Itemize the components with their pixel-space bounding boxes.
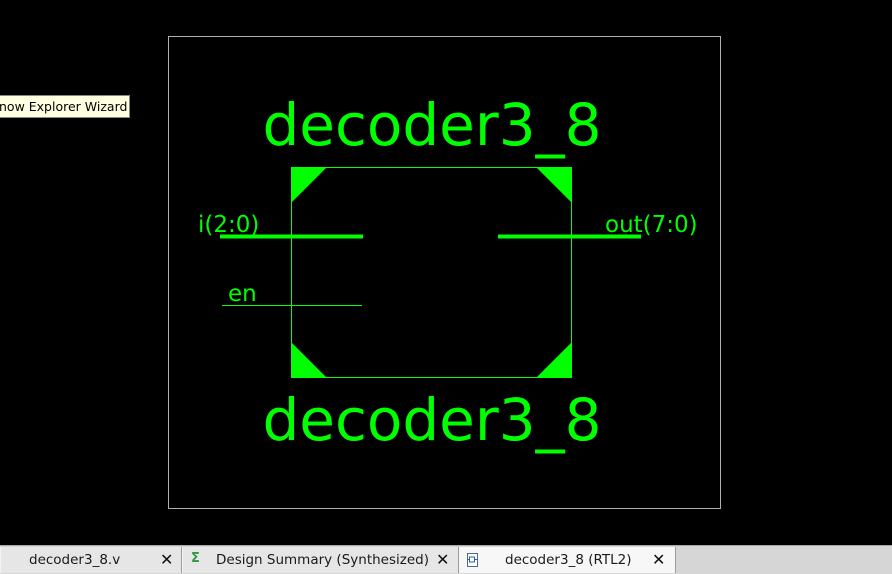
corner-bottom-left — [291, 342, 327, 378]
pin-input-bus[interactable]: i(2:0) — [198, 212, 363, 239]
pin-label-enable: en — [228, 281, 257, 307]
close-icon[interactable]: ✕ — [436, 550, 450, 569]
schematic-canvas[interactable]: decoder3_8 i(2:0) en out(7:0) decoder3_8 — [0, 0, 892, 545]
symbol-body — [291, 167, 572, 378]
pin-output-bus[interactable]: out(7:0) — [498, 212, 698, 239]
corner-bottom-right — [536, 342, 572, 378]
sheet-frame — [168, 36, 721, 509]
module-name-bottom: decoder3_8 — [262, 386, 601, 454]
close-icon[interactable]: ✕ — [160, 550, 174, 569]
sigma-summary-icon: Σ — [191, 551, 200, 566]
tab-decoder3-8-rtl2[interactable]: decoder3_8 (RTL2) ✕ — [459, 547, 676, 573]
close-icon[interactable]: ✕ — [652, 550, 666, 569]
tab-label: decoder3_8.v — [29, 552, 121, 568]
module-name-top: decoder3_8 — [262, 91, 601, 159]
rtl-schematic[interactable]: decoder3_8 i(2:0) en out(7:0) decoder3_8 — [0, 0, 892, 545]
tooltip-text: now Explorer Wizard — [0, 99, 128, 114]
tab-label: Design Summary (Synthesized) — [216, 552, 429, 568]
decoder-symbol[interactable] — [291, 167, 572, 378]
pin-label-output-bus: out(7:0) — [605, 212, 698, 238]
tab-decoder3-8-v[interactable]: decoder3_8.v ✕ — [0, 547, 182, 573]
pin-enable[interactable]: en — [222, 281, 362, 307]
corner-top-right — [536, 167, 572, 203]
tab-design-summary[interactable]: Σ Design Summary (Synthesized) ✕ — [182, 547, 459, 573]
schematic-document-icon — [467, 553, 478, 567]
tooltip: now Explorer Wizard — [0, 95, 131, 118]
tab-label: decoder3_8 (RTL2) — [505, 552, 632, 568]
pin-label-input-bus: i(2:0) — [198, 212, 259, 238]
corner-top-left — [291, 167, 327, 203]
editor-tab-bar: decoder3_8.v ✕ Σ Design Summary (Synthes… — [0, 545, 892, 574]
